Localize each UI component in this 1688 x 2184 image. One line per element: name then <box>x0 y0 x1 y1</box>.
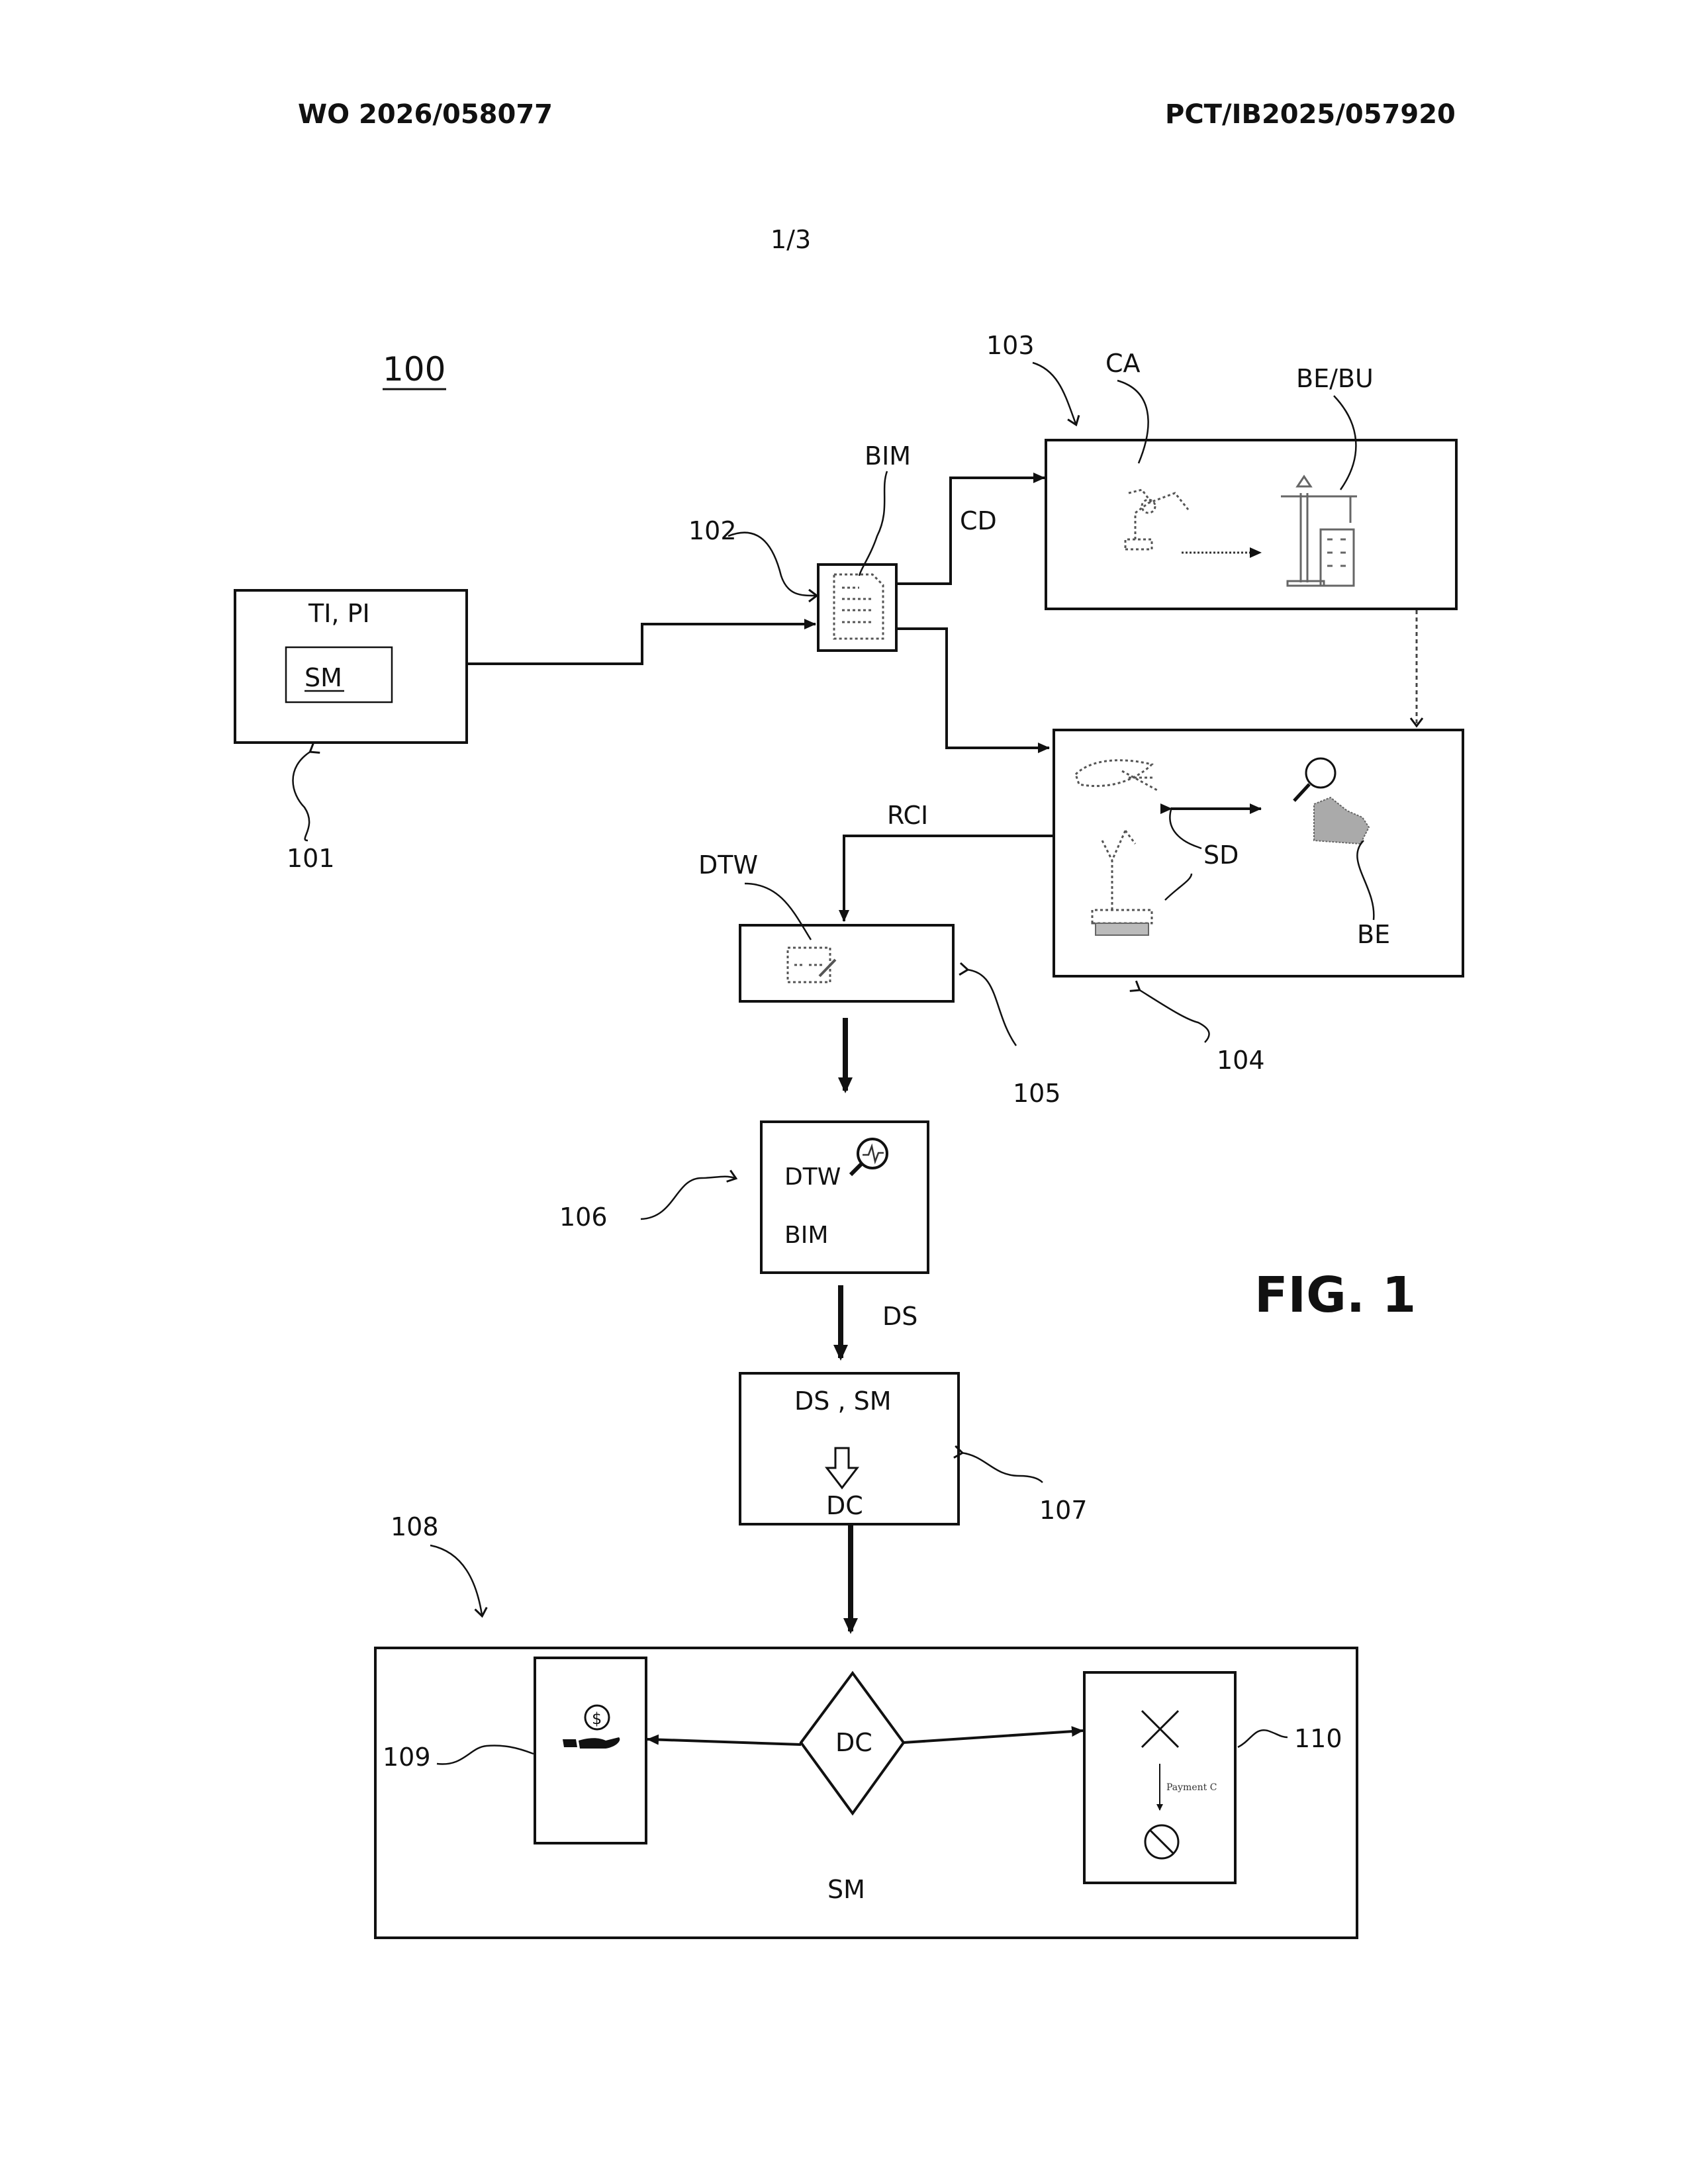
robot-arm-icon <box>1125 490 1188 549</box>
block-110-small-text: Payment C <box>1166 1782 1217 1793</box>
block-107: DS , SM DC 107 <box>740 1373 1088 1525</box>
ref-leader-107 <box>961 1453 1043 1482</box>
block-101: TI, PI SM 101 <box>235 590 467 873</box>
edge-label-rci: RCI <box>887 801 928 830</box>
block-105-frame <box>740 925 953 1001</box>
svg-text:$: $ <box>592 1709 602 1728</box>
ref-leader-110 <box>1238 1730 1288 1747</box>
sd-leader-2 <box>1165 874 1192 900</box>
publication-number: WO 2026/058077 <box>298 99 553 130</box>
figure-ref-100: 100 <box>383 350 446 389</box>
building-cloud-icon <box>1314 797 1369 844</box>
block-108: 108 SM DC $ 109 Payment C 110 <box>375 1512 1357 1938</box>
block-103-label-be-bu: BE/BU <box>1296 364 1374 393</box>
ref-leader-109 <box>437 1746 534 1764</box>
ref-103: 103 <box>986 331 1035 360</box>
block-104-label-be: BE <box>1357 920 1390 949</box>
excavator-robot-icon <box>1092 831 1152 935</box>
arrow-102-to-104 <box>896 629 1049 748</box>
ref-109: 109 <box>383 1743 431 1772</box>
block-108-label: SM <box>827 1875 865 1904</box>
block-107-line2: DC <box>826 1491 863 1520</box>
be-bu-leader <box>1334 396 1356 490</box>
edge-label-ds: DS <box>882 1302 917 1331</box>
ref-102: 102 <box>688 516 737 545</box>
block-109-frame <box>535 1658 646 1843</box>
block-106-frame <box>761 1122 928 1273</box>
ref-101: 101 <box>287 844 335 873</box>
block-101-title: TI, PI <box>308 599 370 628</box>
edge-label-cd: CD <box>960 506 997 535</box>
drone-icon <box>1076 760 1158 791</box>
figure-caption: FIG. 1 <box>1254 1267 1416 1324</box>
ref-leader-105 <box>966 970 1016 1046</box>
be-leader <box>1357 841 1374 920</box>
block-105: DTW 105 <box>698 850 1061 1108</box>
magnifier-icon <box>1294 758 1335 801</box>
decision-label: DC <box>835 1728 872 1757</box>
crane-building-icon <box>1281 477 1357 586</box>
block-105-label: DTW <box>698 850 758 880</box>
block-104-label-sd: SD <box>1203 841 1239 870</box>
ref-leader-103 <box>1033 363 1076 424</box>
figure-ref-label: 100 <box>383 350 445 388</box>
sheet-number: 1/3 <box>771 225 811 254</box>
arrow-dc-to-109 <box>647 1739 801 1745</box>
arrow-104-to-105 <box>844 836 1054 921</box>
ref-110: 110 <box>1294 1724 1342 1753</box>
ca-leader <box>1117 381 1149 463</box>
ref-105: 105 <box>1013 1079 1061 1108</box>
block-104: SD BE 104 <box>1054 730 1463 1075</box>
block-103-frame <box>1046 440 1456 609</box>
block-106-line2: BIM <box>784 1222 828 1249</box>
ref-107: 107 <box>1039 1496 1088 1525</box>
ref-leader-106 <box>641 1177 735 1219</box>
ref-leader-102 <box>728 533 816 596</box>
block-107-line1: DS , SM <box>794 1387 892 1416</box>
sd-leader-1 <box>1170 807 1201 848</box>
document-icon <box>834 574 883 639</box>
arrow-101-to-102 <box>467 624 816 664</box>
block-106-line1: DTW <box>784 1163 841 1191</box>
application-number: PCT/IB2025/057920 <box>1165 99 1456 130</box>
block-101-inner-label: SM <box>305 663 342 692</box>
hand-dollar-icon: $ <box>563 1706 620 1749</box>
ref-108: 108 <box>391 1512 439 1541</box>
block-102: BIM 102 <box>688 441 911 651</box>
arrow-dc-to-110 <box>904 1731 1083 1743</box>
ref-106: 106 <box>559 1203 608 1232</box>
cross-icon <box>1142 1711 1178 1747</box>
ref-leader-108 <box>430 1545 482 1615</box>
block-106: DTW BIM 106 <box>559 1122 928 1273</box>
ref-leader-104 <box>1139 989 1209 1042</box>
block-103: 103 CA BE/BU <box>986 331 1456 609</box>
prohibited-icon <box>1145 1825 1178 1858</box>
block-103-label-ca: CA <box>1105 349 1141 378</box>
block-102-label: BIM <box>865 441 911 471</box>
dtw-leader <box>745 884 811 940</box>
search-chart-icon <box>851 1139 887 1175</box>
bim-leader <box>859 471 887 576</box>
block-104-frame <box>1054 730 1463 976</box>
ref-104: 104 <box>1217 1046 1265 1075</box>
down-arrow-icon <box>827 1448 857 1488</box>
ref-leader-101 <box>293 751 312 841</box>
digital-twin-card-icon <box>788 948 835 982</box>
